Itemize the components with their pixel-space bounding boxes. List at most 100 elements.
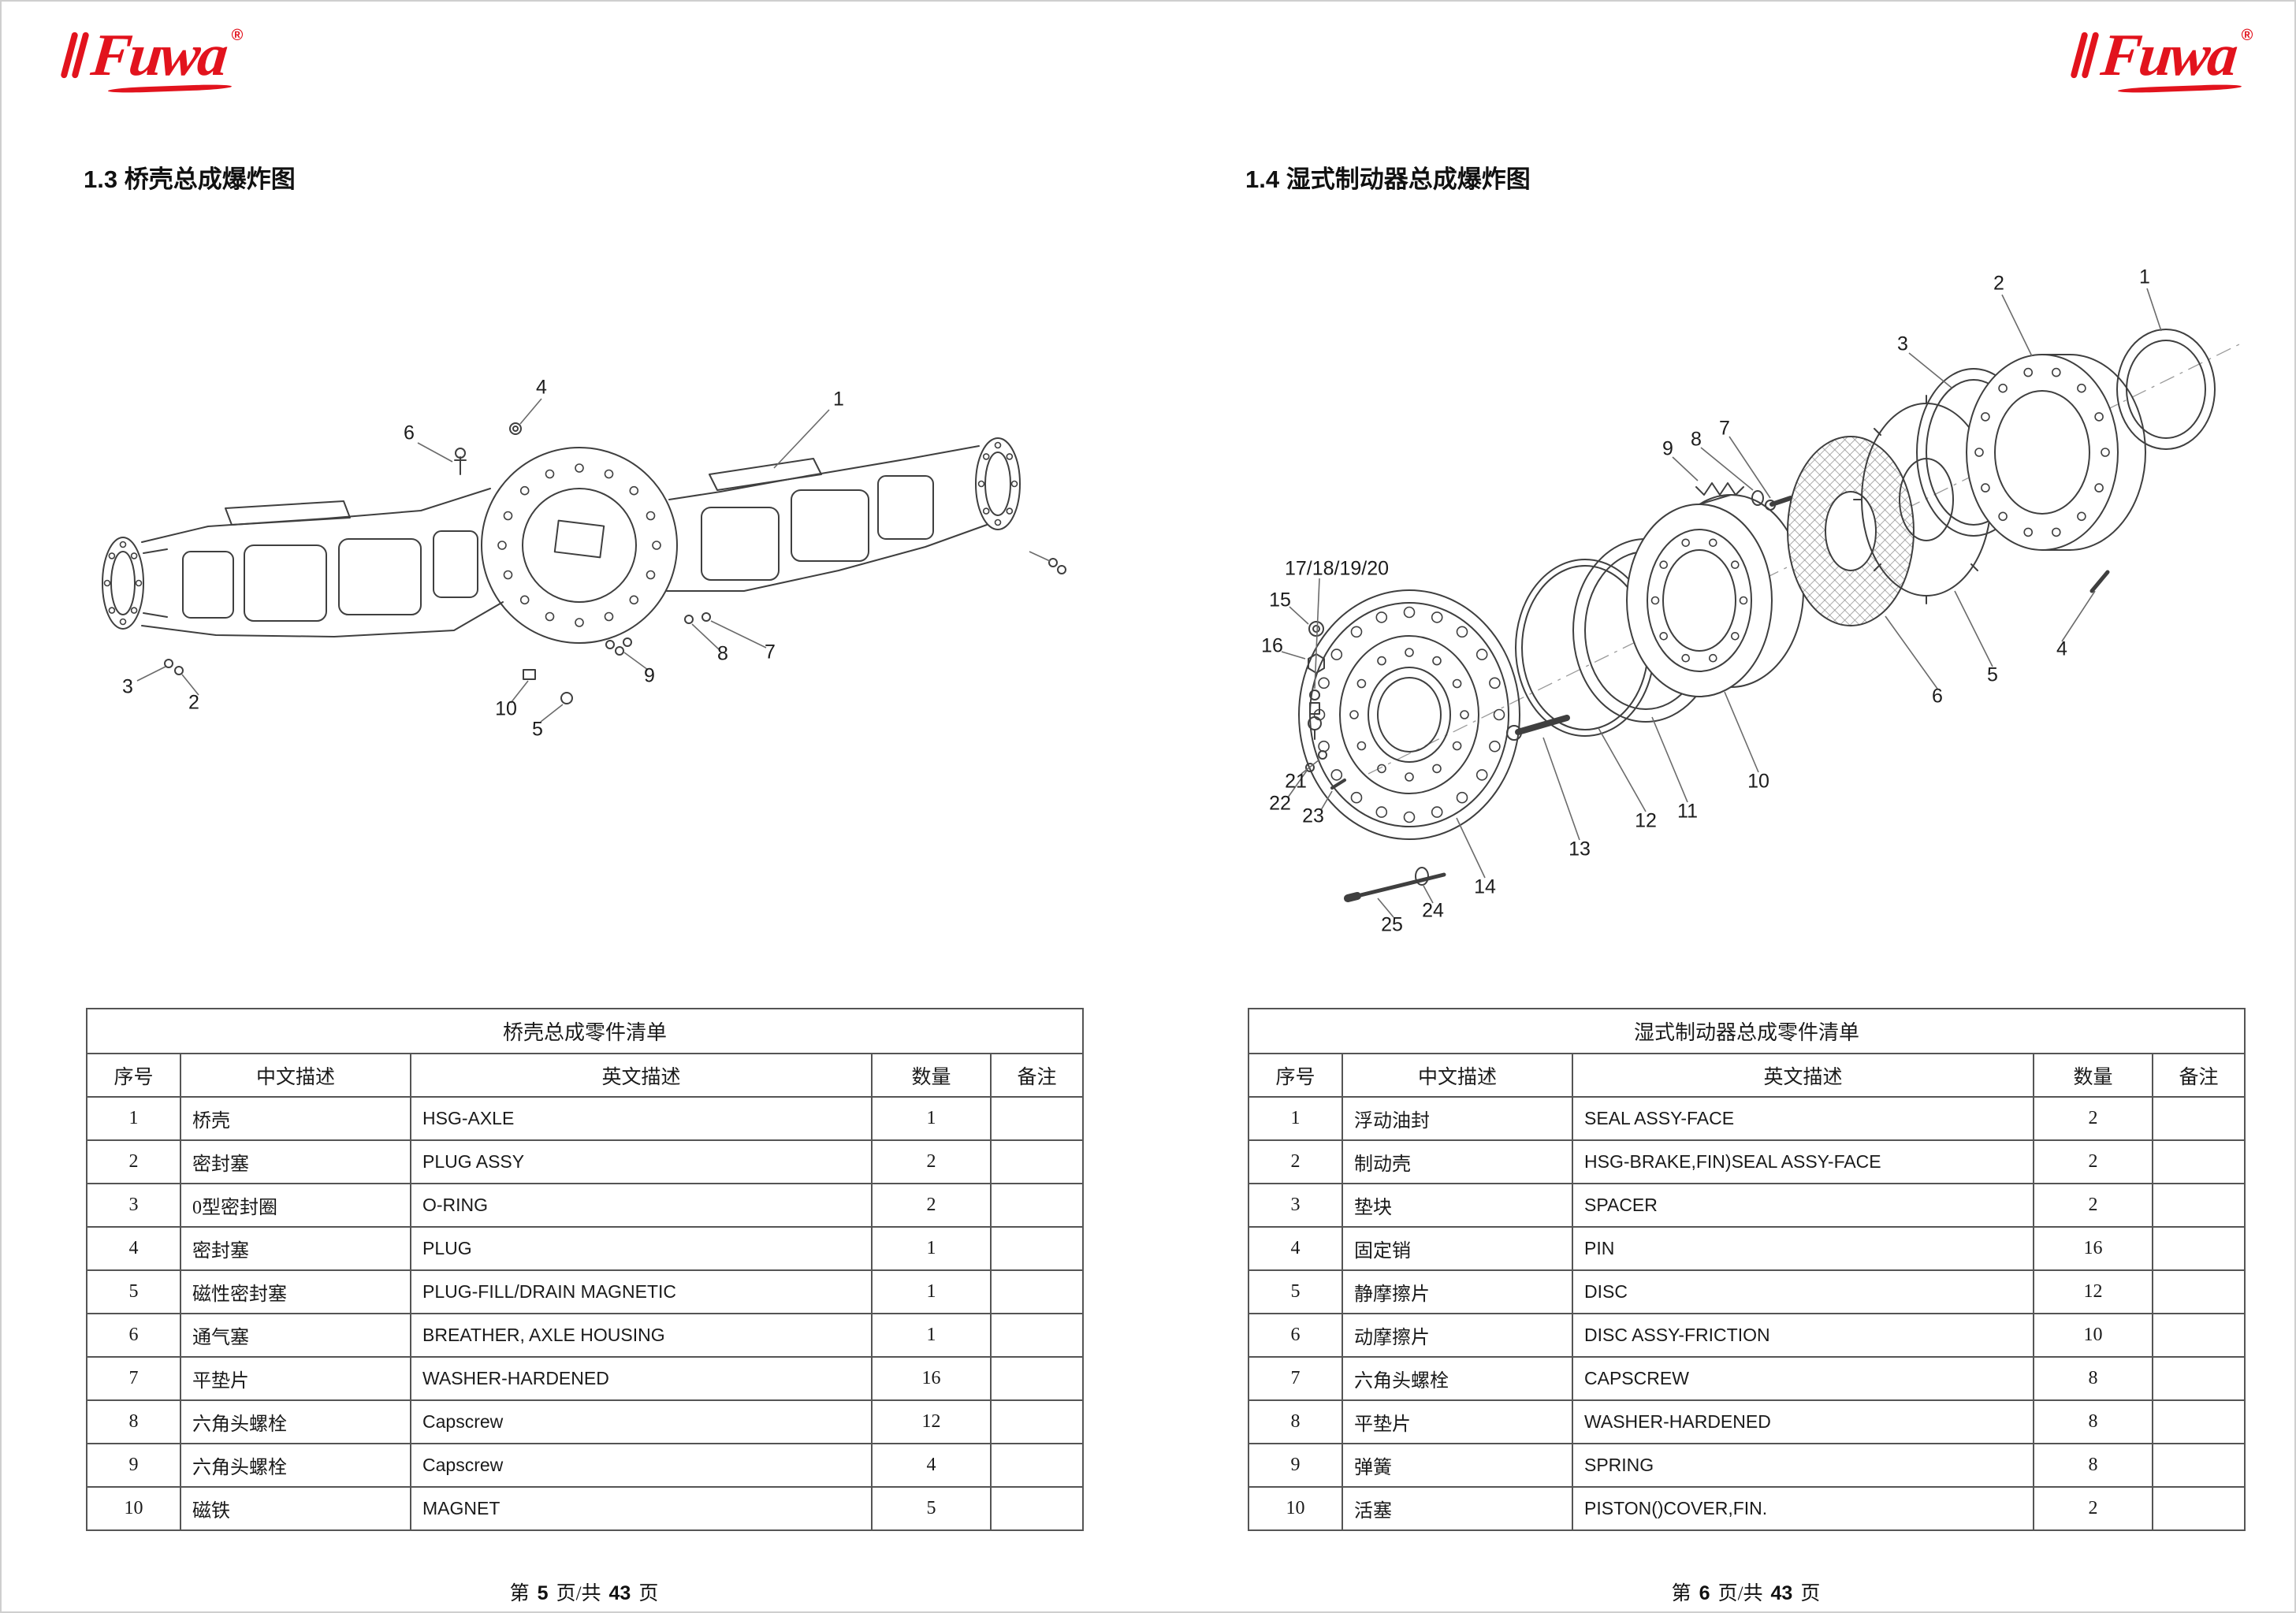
table-cell: 16	[2033, 1226, 2153, 1271]
table-cell: 垫块	[1342, 1183, 1573, 1228]
footer-text: 页	[638, 1583, 659, 1604]
table-cell: 1	[86, 1096, 181, 1141]
table-cell: 10	[1248, 1486, 1343, 1531]
wet-brake-drawing	[1281, 288, 2240, 918]
logo-wordmark: Fuwa	[2098, 22, 2238, 91]
table-cell: 密封塞	[180, 1226, 411, 1271]
table-cell: 5	[871, 1486, 992, 1531]
callout-label: 12	[1635, 809, 1657, 832]
table-cell	[989, 1096, 1085, 1141]
table-cell: PLUG	[410, 1226, 873, 1271]
table-title: 桥壳总成零件清单	[85, 1008, 1085, 1054]
table-cell	[2152, 1096, 2246, 1141]
table-header-row: 序号中文描述英文描述数量备注	[1248, 1053, 2246, 1098]
table-cell	[989, 1183, 1085, 1228]
footer-text: 第	[1671, 1583, 1691, 1604]
callout-label: 8	[717, 642, 728, 665]
callout-label: 4	[2056, 637, 2067, 660]
callout-label: 22	[1269, 792, 1291, 815]
table-cell: 2	[871, 1183, 992, 1228]
table-cell	[989, 1269, 1085, 1314]
table-cell: PLUG ASSY	[410, 1139, 873, 1184]
table-cell: 制动壳	[1342, 1139, 1573, 1184]
table-cell: 3	[86, 1183, 181, 1228]
footer-text: 页/共	[1717, 1583, 1763, 1604]
callout-label: 2	[188, 691, 199, 714]
column-header: 备注	[989, 1053, 1085, 1098]
callout-label: 9	[644, 664, 655, 687]
callout-label: 17/18/19/20	[1284, 557, 1390, 580]
table-cell	[2152, 1443, 2246, 1488]
table-cell: 六角头螺栓	[180, 1443, 411, 1488]
table-cell: 3	[1248, 1183, 1343, 1228]
callout-label: 4	[536, 376, 547, 399]
table-cell: Capscrew	[410, 1399, 873, 1444]
column-header: 英文描述	[410, 1053, 873, 1098]
table-cell: 2	[2033, 1096, 2153, 1141]
table-cell: 磁铁	[180, 1486, 411, 1531]
table-cell: BREATHER, AXLE HOUSING	[410, 1313, 873, 1358]
callout-label: 25	[1381, 913, 1403, 936]
callout-label: 23	[1302, 805, 1324, 827]
column-header: 序号	[1248, 1053, 1343, 1098]
table-cell: PISTON()COVER,FIN.	[1572, 1486, 2034, 1531]
table-cell: 8	[1248, 1399, 1343, 1444]
footer-text: 页/共	[556, 1583, 601, 1604]
section-title-axle-housing: 1.3 桥壳总成爆炸图	[84, 165, 296, 193]
table-cell: PLUG-FILL/DRAIN MAGNETIC	[410, 1269, 873, 1314]
table-cell: 静摩擦片	[1342, 1269, 1573, 1314]
table-cell: 1	[871, 1313, 992, 1358]
callout-label: 13	[1568, 838, 1591, 860]
callout-label: 14	[1474, 875, 1496, 898]
callout-label: 5	[1987, 663, 1998, 686]
table-cell: 2	[2033, 1183, 2153, 1228]
page-number: 6	[1699, 1582, 1710, 1604]
callout-label: 7	[1719, 417, 1730, 440]
table-cell: 2	[2033, 1139, 2153, 1184]
table-cell: 浮动油封	[1342, 1096, 1573, 1141]
logo-wordmark: Fuwa	[88, 22, 229, 91]
table-cell: 12	[871, 1399, 992, 1444]
table-cell: Capscrew	[410, 1443, 873, 1488]
callout-label: 1	[833, 388, 844, 411]
table-cell: 10	[86, 1486, 181, 1531]
callout-label: 16	[1261, 634, 1283, 657]
callout-label: 21	[1285, 770, 1307, 793]
table-cell	[989, 1486, 1085, 1531]
table-cell: 7	[86, 1356, 181, 1401]
table-cell: 平垫片	[1342, 1399, 1573, 1444]
table-cell	[989, 1139, 1085, 1184]
callout-label: 3	[122, 675, 133, 698]
callout-label: 8	[1691, 428, 1702, 451]
registered-trademark-icon: ®	[231, 27, 244, 44]
table-cell: SEAL ASSY-FACE	[1572, 1096, 2034, 1141]
callout-label: 10	[495, 697, 517, 720]
leader-lines	[136, 398, 1051, 723]
table-cell	[989, 1313, 1085, 1358]
callout-label: 10	[1747, 770, 1769, 793]
table-cell	[989, 1399, 1085, 1444]
table-cell: 16	[871, 1356, 992, 1401]
footer-text: 第	[509, 1583, 530, 1604]
table-cell: HSG-BRAKE,FIN)SEAL ASSY-FACE	[1572, 1139, 2034, 1184]
table-cell: 6	[1248, 1313, 1343, 1358]
table-cell: 磁性密封塞	[180, 1269, 411, 1314]
table-cell: 2	[871, 1139, 992, 1184]
table-cell	[2152, 1183, 2246, 1228]
footer-text: 页	[1800, 1583, 1821, 1604]
